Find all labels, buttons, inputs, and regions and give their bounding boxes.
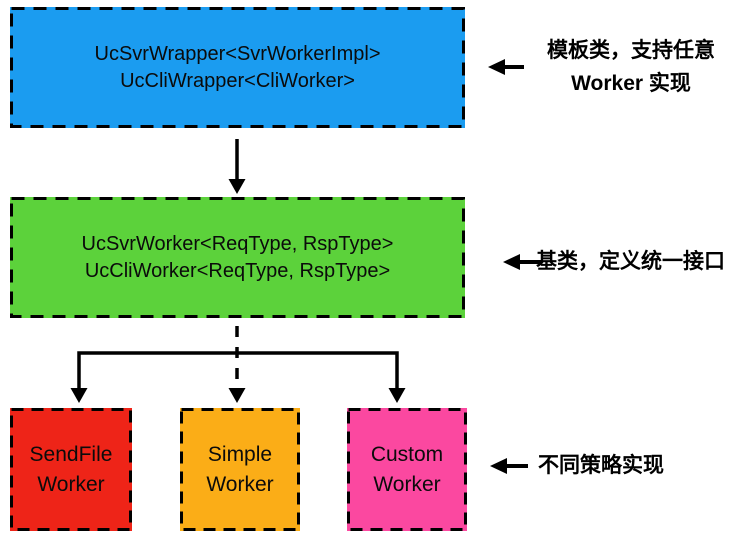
simple-worker-line1: Simple bbox=[207, 442, 273, 466]
annotation-arrow-strategy bbox=[490, 458, 528, 474]
template-wrapper-box: UcSvrWrapper<SvrWorkerImpl> UcCliWrapper… bbox=[10, 7, 465, 128]
template-wrapper-line1: UcSvrWrapper<SvrWorkerImpl> bbox=[94, 42, 381, 65]
custom-worker-line1: Custom bbox=[370, 442, 444, 466]
arrowhead-left-icon bbox=[488, 59, 505, 75]
annotation-base-class: 基类，定义统一接口 bbox=[536, 250, 725, 273]
annotation-template-class-line1: 模板类，支持任意 bbox=[547, 39, 715, 62]
arrow-top-to-middle bbox=[228, 139, 246, 194]
arrowhead-down-icon bbox=[228, 179, 246, 194]
simple-worker-line2: Worker bbox=[206, 472, 274, 496]
annotation-strategy-impl: 不同策略实现 bbox=[538, 454, 664, 477]
custom-worker-line2: Worker bbox=[373, 472, 441, 496]
connector-middle-to-strategies bbox=[70, 326, 406, 403]
base-worker-box: UcSvrWorker<ReqType, RspType> UcCliWorke… bbox=[10, 197, 465, 318]
sendfile-worker-line2: Worker bbox=[37, 472, 105, 496]
base-worker-line1: UcSvrWorker<ReqType, RspType> bbox=[81, 232, 394, 255]
sendfile-worker-line1: SendFile bbox=[29, 442, 113, 466]
base-worker-line2: UcCliWorker<ReqType, RspType> bbox=[84, 259, 391, 282]
annotation-arrow-template bbox=[488, 59, 524, 75]
arrowhead-down-icon bbox=[70, 388, 88, 403]
annotation-template-class: 模板类，支持任意 Worker 实现 bbox=[527, 34, 735, 100]
arrowhead-down-icon bbox=[388, 388, 406, 403]
sendfile-worker-box: SendFile Worker bbox=[10, 408, 132, 531]
arrowhead-left-icon bbox=[503, 254, 520, 270]
template-wrapper-line2: UcCliWrapper<CliWorker> bbox=[120, 69, 355, 92]
arrowhead-left-icon bbox=[490, 458, 507, 474]
custom-worker-box: Custom Worker bbox=[347, 408, 467, 531]
arrowhead-down-icon bbox=[228, 388, 246, 403]
annotation-template-class-line2: Worker 实现 bbox=[571, 72, 691, 95]
simple-worker-box: Simple Worker bbox=[180, 408, 300, 531]
